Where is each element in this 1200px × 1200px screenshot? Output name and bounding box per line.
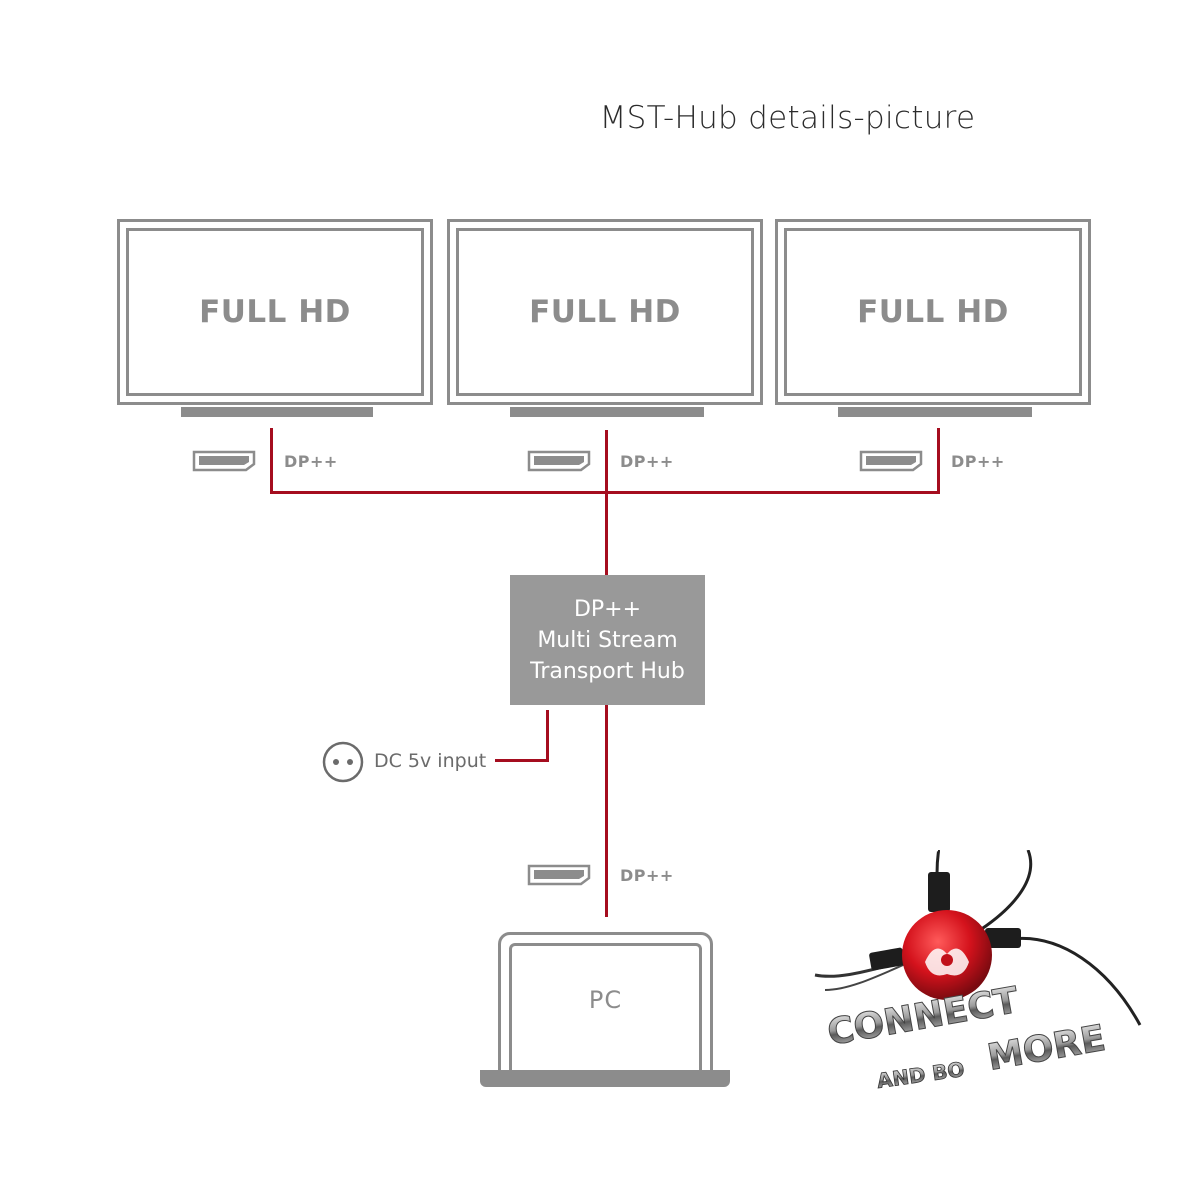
displayport-icon	[527, 864, 591, 886]
monitor-stand-right	[838, 407, 1032, 417]
displayport-icon	[859, 450, 923, 472]
logo-line-2: AND BO	[875, 1057, 966, 1093]
displayport-icon	[192, 450, 256, 472]
wire-monitor-left	[270, 428, 273, 494]
logo-line-3: MORE	[984, 1018, 1108, 1079]
wire-hub-pc	[605, 705, 608, 917]
page-title: MST-Hub details-picture	[599, 100, 976, 136]
port-label: DP++	[620, 866, 674, 885]
pc-label: PC	[588, 986, 623, 1014]
wire-dc-vertical	[546, 710, 549, 762]
hub-line-3: Transport Hub	[530, 658, 685, 684]
monitor-stand-left	[181, 407, 373, 417]
connect-logo: CONNECT AND BO MORE	[814, 850, 1142, 1093]
wire-dc-horizontal	[495, 759, 549, 762]
port-label: DP++	[620, 452, 674, 471]
laptop-icon: PC	[498, 932, 713, 1075]
port-label: DP++	[951, 452, 1005, 471]
monitor-label: FULL HD	[199, 294, 351, 330]
wire-hub-top	[605, 430, 608, 575]
laptop-base	[480, 1070, 730, 1087]
hub-line-2: Multi Stream	[537, 627, 678, 653]
monitor-stand-center	[510, 407, 704, 417]
mst-hub-box: DP++ Multi Stream Transport Hub	[510, 575, 705, 705]
monitor-center: FULL HD	[447, 219, 763, 405]
hub-line-1: DP++	[573, 596, 642, 622]
monitor-right: FULL HD	[775, 219, 1091, 405]
wire-monitor-right	[937, 428, 940, 494]
monitor-label: FULL HD	[529, 294, 681, 330]
dc-power-jack-icon	[322, 741, 364, 783]
monitor-left: FULL HD	[117, 219, 433, 405]
monitor-label: FULL HD	[857, 294, 1009, 330]
port-label: DP++	[284, 452, 338, 471]
displayport-icon	[527, 450, 591, 472]
dc-input-label: DC 5v input	[374, 750, 487, 772]
